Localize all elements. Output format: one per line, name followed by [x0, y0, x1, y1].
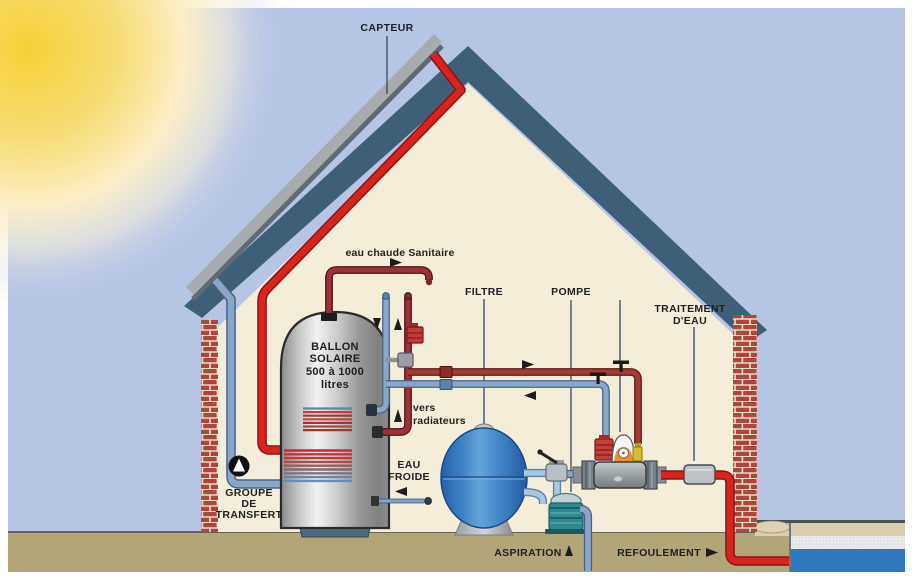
coping-roll — [753, 520, 791, 534]
traitement-label-2: D'EAU — [673, 315, 707, 327]
multiport-valve — [537, 449, 568, 482]
tank-label-2: SOLAIRE — [310, 353, 361, 365]
pipe-end-cap — [425, 278, 433, 286]
sanitary-hot-pipe — [321, 270, 432, 321]
solar-tank: BALLON SOLAIRE 500 à 1000 litres — [279, 310, 391, 538]
tank-label-1: BALLON — [311, 341, 359, 353]
refoulement-label: REFOULEMENT — [617, 547, 701, 559]
capteur-label: CAPTEUR — [360, 22, 413, 34]
solar-panel — [186, 34, 442, 295]
groupe-label-2: DE — [241, 498, 256, 510]
labels: CAPTEUR eau chaude Sanitaire FILTRE POMP… — [216, 22, 726, 559]
left-brick-wall — [201, 319, 218, 532]
valve-stem — [619, 364, 623, 372]
right-brick-wall — [733, 315, 757, 532]
heating-return-pipe — [386, 372, 606, 441]
tank-upper-coil — [303, 407, 352, 432]
valve-stem — [596, 376, 600, 384]
valve-handle — [590, 372, 606, 376]
pool-wall — [789, 523, 791, 572]
exchanger-body — [593, 461, 647, 489]
pipe-end-cap — [382, 292, 390, 300]
pump-base — [545, 529, 587, 534]
ground — [8, 531, 790, 572]
heating-supply-pipe — [408, 360, 638, 445]
pipe-union — [439, 379, 453, 390]
arrow-left-icon — [395, 487, 407, 496]
pool-waterline-tiles — [790, 536, 905, 549]
transfer-pump — [228, 455, 250, 477]
cold-water-pipe — [371, 496, 432, 506]
safety-group-valve — [406, 326, 424, 344]
vers-radiateurs-label-2: radiateurs — [413, 415, 466, 427]
radiator-return-pipe — [366, 292, 390, 416]
valve-handle — [540, 451, 558, 465]
tank-label-3: 500 à 1000 — [306, 366, 364, 378]
pool-edge-line — [755, 520, 905, 523]
vers-radiateurs-label-1: vers — [413, 402, 435, 414]
arrow-up-icon — [394, 409, 402, 422]
coil-fitting — [372, 426, 383, 438]
traitement-label-1: TRAITEMENT — [654, 303, 725, 315]
tank-lower-coil — [284, 449, 352, 483]
heat-exchanger — [572, 434, 667, 490]
filter-vessel — [440, 427, 528, 529]
pool — [753, 520, 905, 572]
solar-panel-edge — [191, 44, 444, 301]
coil-fitting — [366, 404, 377, 416]
eau-froide-label-2: FROIDE — [388, 471, 430, 483]
sun — [0, 0, 283, 303]
arrow-up-icon — [394, 318, 402, 330]
valve-handle — [613, 360, 629, 364]
arrow-down-icon — [373, 318, 381, 330]
pipe-union — [439, 366, 453, 378]
safety-group-cap — [410, 323, 418, 329]
pump-triangle-icon — [233, 458, 245, 472]
filtration-pump — [545, 492, 587, 534]
tank-label-4: litres — [321, 379, 349, 391]
flow-arrows — [373, 258, 718, 557]
arrow-right-icon — [706, 548, 718, 557]
filtre-label: FILTRE — [465, 286, 503, 298]
arrow-left-icon — [524, 391, 536, 400]
pool-coping — [755, 523, 905, 536]
pipe-end-cap — [424, 497, 432, 505]
arrow-up-icon — [565, 545, 573, 556]
aspiration-label: ASPIRATION — [494, 547, 561, 559]
groupe-label-3: TRANSFERT — [216, 509, 283, 521]
tank-fitting — [371, 496, 379, 506]
pool-water — [790, 549, 905, 572]
eau-chaude-label: eau chaude Sanitaire — [345, 247, 454, 259]
exchanger-flange-left — [581, 460, 596, 490]
sand-filter — [440, 423, 528, 536]
tank-top-fitting — [321, 313, 337, 321]
arrow-right-icon — [522, 360, 534, 369]
pipe-tee-fitting — [386, 352, 414, 368]
arrow-right-icon — [390, 258, 402, 267]
groupe-label-1: GROUPE — [225, 487, 273, 499]
radiator-supply-pipe — [372, 292, 424, 438]
yellow-valve — [632, 446, 643, 462]
exchanger-stub-left — [572, 466, 583, 484]
pompe-label: POMPE — [551, 286, 591, 298]
pipe-end-cap — [404, 292, 412, 300]
water-treatment-unit — [683, 464, 716, 485]
eau-froide-label-1: EAU — [397, 459, 420, 471]
